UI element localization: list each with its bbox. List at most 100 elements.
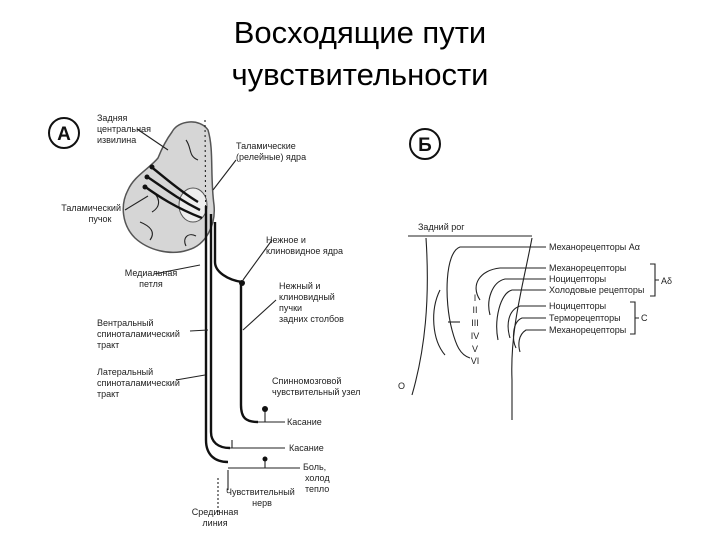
panel-a: А [48, 113, 360, 528]
dorsal-horn-label: Задний рог [418, 222, 465, 232]
fiber-noci-adelta [488, 278, 546, 316]
fiber-noci-c [507, 305, 546, 339]
fiber-abeta [446, 246, 546, 359]
receptor-2: Механорецепторы [549, 263, 626, 273]
label-columns-line2: клиновидный [279, 292, 335, 302]
label-ganglion: Спинномозговой чувствительный узел [272, 376, 360, 397]
label-ganglion-line2: чувствительный узел [272, 387, 360, 397]
gracile-nucleus [239, 280, 245, 286]
label-nerve-line2: нерв [252, 498, 272, 508]
label-thalamic-bundle: Таламический пучок [61, 203, 121, 224]
label-pain-line1: Боль, [303, 462, 326, 472]
label-columns-line1: Нежный и [279, 281, 320, 291]
label-nerve: Чувствительный нерв [226, 487, 295, 508]
lamina-5: V [472, 344, 478, 354]
cortex-neuron-1 [149, 164, 155, 170]
receptor-4: Холодовые рецепторы [549, 285, 644, 295]
label-midline-line1: Срединная [192, 507, 239, 517]
fiber-left-1 [433, 289, 446, 356]
label-ventral-tract: Вентральный спиноталамический тракт [97, 318, 180, 350]
label-thalamic-bundle-line2: пучок [88, 214, 111, 224]
pointer-lateral [175, 374, 206, 381]
title-line-1: Восходящие пути [233, 15, 487, 50]
panel-a-letter-circle [48, 117, 80, 149]
dorsal-horn-outline [408, 235, 533, 420]
fiber-thermo [512, 317, 546, 349]
receptor-5: Ноцицепторы [549, 301, 606, 311]
label-midline-line2: линия [202, 518, 227, 528]
group-adelta: Аδ [661, 276, 672, 286]
receptor-7: Механорецепторы [549, 325, 626, 335]
brace-adelta [650, 263, 659, 297]
label-columns-line3: пучки [279, 303, 302, 313]
label-medial-lemniscus: Медиальная петля [125, 268, 178, 289]
pathway-columns [239, 282, 259, 424]
fiber-mech-adelta [475, 267, 546, 301]
label-thalamic-bundle-line1: Таламический [61, 203, 121, 213]
label-pain-line3: тепло [305, 484, 329, 494]
fiber-3 [143, 185, 203, 220]
label-lateral-line3: тракт [97, 389, 119, 399]
panel-a-letter: А [57, 124, 71, 145]
panel-b-letter-circle [409, 128, 441, 160]
label-columns: Нежный и клиновидный пучки задних столбо… [279, 281, 344, 324]
lamina-3: III [471, 318, 479, 328]
pointer-ventral [189, 329, 209, 332]
group-c: С [641, 313, 648, 323]
pointer-columns [242, 299, 277, 331]
label-lateral-line2: спиноталамический [97, 378, 180, 388]
label-gracile-nuclei-line2: клиновидное ядра [266, 246, 343, 256]
label-ventral-line3: тракт [97, 340, 119, 350]
lamina-2: II [472, 305, 477, 315]
label-thalamic-nuclei-line2: (релейные) ядра [236, 152, 306, 162]
pointer-thalamic-nuclei [212, 159, 237, 191]
pointer-thalamic-bundle [124, 195, 149, 211]
label-thalamic-nuclei-line1: Таламические [236, 141, 296, 151]
label-gyrus-line2: центральная [97, 124, 151, 134]
label-nerve-line1: Чувствительный [226, 487, 295, 497]
lamina-1: I [474, 293, 477, 303]
label-gyrus-line1: Задняя [97, 113, 128, 123]
label-gracile-nuclei-line1: Нежное и [266, 235, 306, 245]
pointer-medial-lemniscus [153, 264, 201, 275]
label-thalamic-nuclei: Таламические (релейные) ядра [236, 141, 306, 162]
label-columns-line4: задних столбов [279, 314, 344, 324]
receptor-3: Ноцицепторы [549, 274, 606, 284]
label-medial-lemniscus-line2: петля [139, 279, 163, 289]
fiber-mech-c [518, 329, 546, 353]
pathway-lemniscus [213, 222, 243, 284]
label-ventral-line1: Вентральный [97, 318, 154, 328]
pathway-ventral [209, 214, 231, 450]
label-touch-1: Касание [287, 417, 322, 427]
label-midline: Срединная линия [192, 507, 239, 528]
small-o-label: О [398, 381, 405, 391]
label-pain: Боль, холод тепло [303, 462, 330, 494]
receptor-6: Терморецепторы [549, 313, 621, 323]
brain-section [122, 121, 215, 254]
label-lateral-line1: Латеральный [97, 367, 153, 377]
label-gyrus-line3: извилина [97, 135, 136, 145]
label-ventral-line2: спиноталамический [97, 329, 180, 339]
fiber-cold [496, 289, 546, 341]
cortex-neuron-2 [144, 174, 150, 180]
pointer-gyrus [136, 128, 169, 151]
brain-sulci [139, 139, 199, 247]
fiber-2 [145, 174, 201, 212]
receptor-1: Механорецепторы Аα [549, 242, 640, 252]
label-lateral-tract: Латеральный спиноталамический тракт [97, 367, 180, 399]
pain-ganglion-cell [262, 456, 268, 462]
label-medial-lemniscus-line1: Медиальная [125, 268, 178, 278]
label-gracile-nuclei: Нежное и клиновидное ядра [266, 235, 343, 256]
lamina-6: VI [471, 356, 480, 366]
panel-b-letter: Б [418, 135, 432, 156]
cortex-neuron-3 [142, 184, 148, 190]
brace-c [630, 301, 639, 335]
lamina-4: IV [471, 331, 480, 341]
label-pain-line2: холод [305, 473, 330, 483]
slide-title: Восходящие пути чувствительности [150, 12, 570, 96]
pointer-gracile-nuclei [242, 239, 273, 281]
title-line-2: чувствительности [231, 57, 489, 92]
label-touch-2: Касание [289, 443, 324, 453]
label-gyrus: Задняя центральная извилина [97, 113, 151, 145]
